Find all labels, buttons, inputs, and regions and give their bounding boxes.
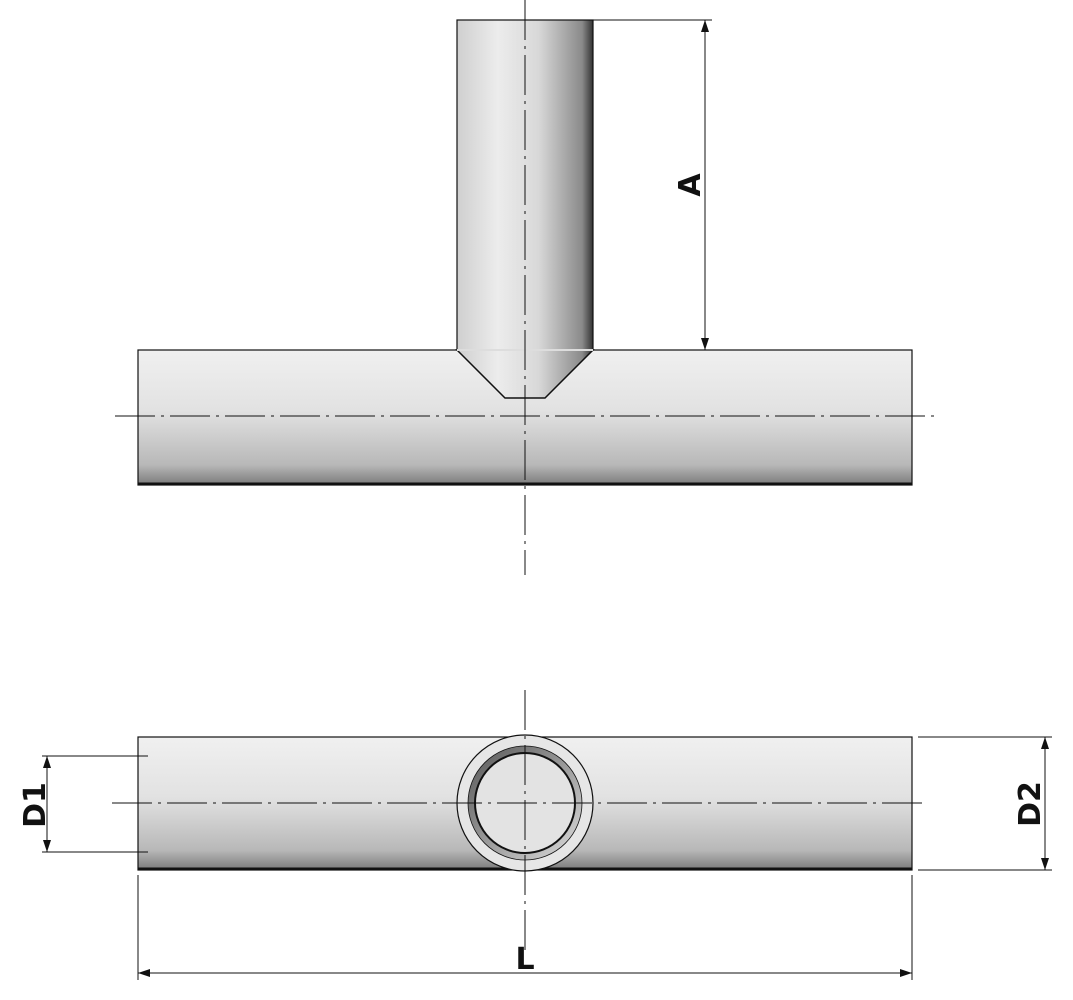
dimension-d2: D2 [918, 736, 1052, 871]
dimension-label-d2: D2 [1013, 781, 1048, 827]
dimension-label-a: A [673, 173, 708, 197]
top-view [112, 690, 925, 950]
dimension-a: A [593, 19, 712, 351]
dimension-label-l: L [515, 942, 534, 977]
dimension-l: L [137, 875, 913, 980]
dimension-label-d1: D1 [18, 782, 53, 828]
dimension-d1: D1 [18, 755, 148, 853]
front-view [115, 0, 938, 575]
